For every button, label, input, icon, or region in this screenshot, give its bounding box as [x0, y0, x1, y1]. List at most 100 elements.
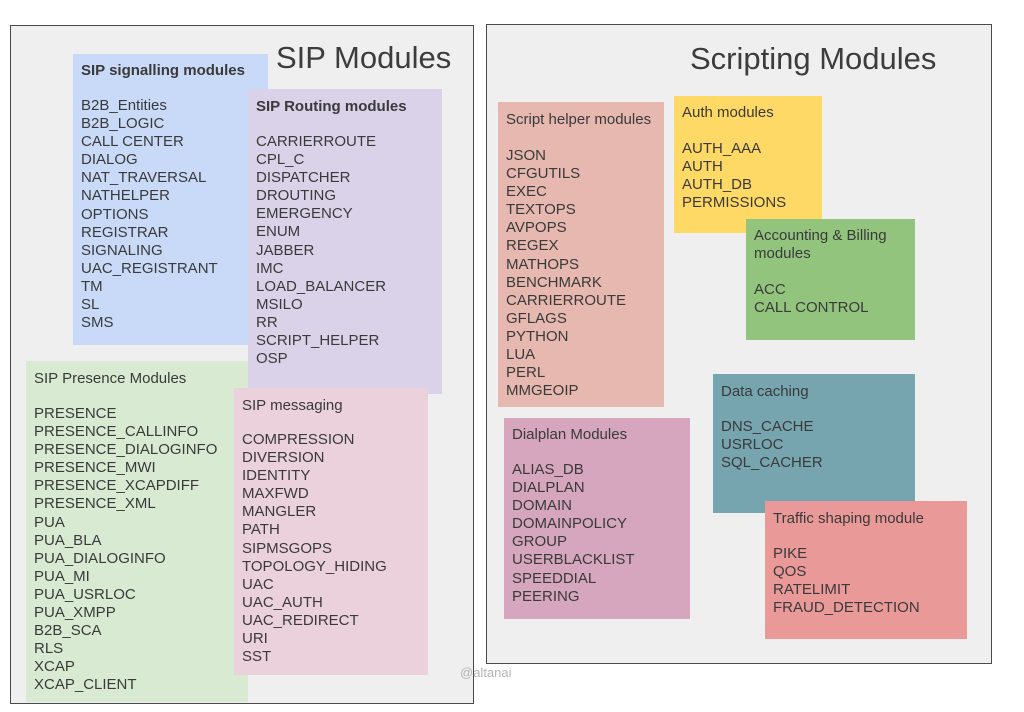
module-item: DIVERSION [242, 449, 325, 467]
module-item: JABBER [256, 241, 315, 259]
module-item: XCAP [34, 658, 75, 676]
module-item: UAC_AUTH [242, 593, 323, 611]
module-item: AUTH_AAA [682, 140, 762, 157]
sip-presence-title: SIP Presence Modules [34, 370, 187, 387]
module-item: CALL CENTER [81, 133, 184, 151]
module-item: REGISTRAR [81, 223, 169, 241]
module-item: PERMISSIONS [682, 194, 787, 212]
module-item: SPEEDDIAL [512, 569, 597, 587]
module-item: NATHELPER [81, 187, 170, 205]
module-item: OPTIONS [81, 205, 149, 223]
module-item: ENUM [256, 223, 301, 241]
module-item: NAT_TRAVERSAL [81, 169, 207, 187]
module-item: MMGEOIP [506, 382, 579, 400]
module-item: PEERING [512, 587, 580, 605]
module-item: LOAD_BALANCER [256, 277, 387, 295]
module-item: PUA_BLA [34, 531, 102, 549]
module-item: RR [256, 313, 278, 331]
accounting-title: Accounting & Billing modules [754, 227, 887, 262]
module-item: TEXTOPS [506, 201, 576, 219]
module-item: SQL_CACHER [721, 454, 823, 472]
module-item: UAC_REDIRECT [242, 611, 359, 629]
module-item: DIALOG [81, 151, 138, 169]
module-item: DISPATCHER [256, 169, 351, 187]
module-item: QOS [773, 563, 807, 581]
auth-title: Auth modules [682, 104, 774, 121]
module-item: TM [81, 277, 103, 295]
module-item: CARRIERROUTE [506, 291, 627, 309]
module-item: JSON [506, 147, 547, 164]
module-item: PRESENCE [34, 405, 117, 422]
module-item: AVPOPS [506, 219, 567, 237]
script-helper-title: Script helper modules [506, 111, 652, 128]
module-item: SIPMSGOPS [242, 539, 333, 557]
module-item: SCRIPT_HELPER [256, 332, 380, 350]
module-item: EMERGENCY [256, 205, 353, 223]
module-item: PUA_MI [34, 567, 90, 585]
module-item: RLS [34, 640, 64, 658]
module-item: B2B_LOGIC [81, 115, 165, 133]
module-item: LUA [506, 346, 536, 364]
module-item: URI [242, 630, 268, 648]
module-item: GROUP [512, 533, 568, 551]
module-item: USERBLACKLIST [512, 551, 635, 569]
sip-modules-title: SIP Modules [276, 40, 452, 75]
module-item: PRESENCE_CALLINFO [34, 423, 199, 441]
data-caching-title: Data caching [721, 383, 809, 400]
module-item: CPL_C [256, 151, 305, 169]
traffic-shaping-title: Traffic shaping module [773, 510, 924, 527]
module-item: AUTH_DB [682, 176, 753, 194]
module-item: USRLOC [721, 436, 784, 454]
module-item: DOMAIN [512, 497, 572, 515]
module-item: SMS [81, 314, 114, 332]
module-item: PUA [34, 513, 65, 531]
module-item: COMPRESSION [242, 431, 355, 448]
module-item: XCAP_CLIENT [34, 676, 137, 694]
module-item: PUA_USRLOC [34, 585, 136, 603]
module-item: PRESENCE_XML [34, 495, 156, 513]
module-item: AUTH [682, 158, 723, 176]
module-item: DNS_CACHE [721, 418, 814, 435]
module-item: SST [242, 648, 272, 666]
module-item: RATELIMIT [773, 581, 851, 599]
module-item: TOPOLOGY_HIDING [242, 557, 387, 575]
module-item: PRESENCE_MWI [34, 459, 156, 477]
module-item: ALIAS_DB [512, 461, 584, 478]
module-item: REGEX [506, 237, 559, 255]
module-item: CALL CONTROL [754, 299, 869, 317]
module-item: CARRIERROUTE [256, 133, 377, 150]
dialplan-title: Dialplan Modules [512, 426, 628, 443]
watermark: @altanai [460, 665, 512, 680]
module-item: DROUTING [256, 187, 336, 205]
module-item: UAC [242, 575, 274, 593]
module-item: PRESENCE_DIALOGINFO [34, 441, 218, 459]
sip-messaging-title: SIP messaging [242, 397, 343, 414]
module-item: ACC [754, 281, 786, 298]
scripting-modules-title: Scripting Modules [690, 41, 937, 76]
sip-signalling-title: SIP signalling modules [81, 62, 245, 79]
module-item: MAXFWD [242, 485, 309, 503]
module-item: FRAUD_DETECTION [773, 599, 920, 617]
module-item: PERL [506, 364, 546, 382]
module-item: PYTHON [506, 327, 569, 345]
module-item: SIGNALING [81, 241, 163, 259]
module-item: DOMAINPOLICY [512, 515, 628, 533]
module-item: SL [81, 296, 100, 314]
module-item: PATH [242, 521, 280, 539]
module-item: B2B_Entities [81, 97, 167, 114]
